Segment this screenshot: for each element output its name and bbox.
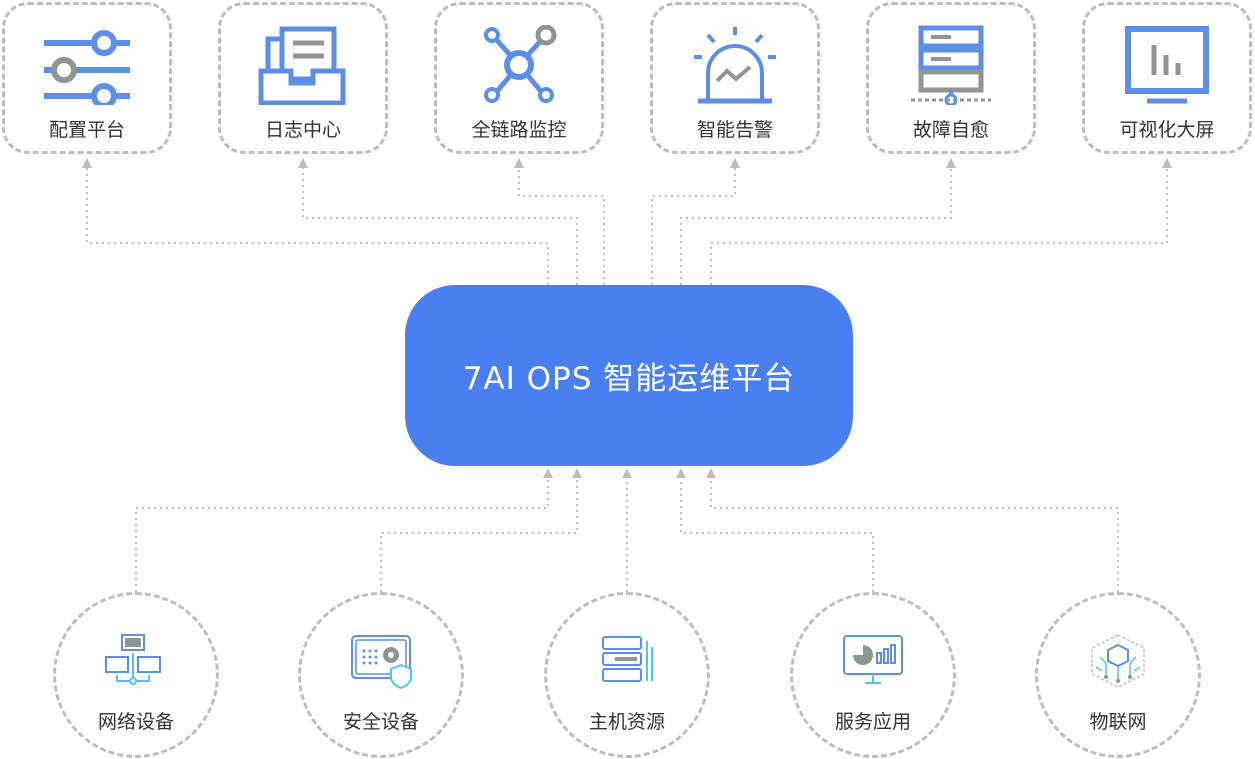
output-label: 智能告警 xyxy=(696,119,773,141)
output-label: 配置平台 xyxy=(48,119,125,141)
connector-trace xyxy=(518,166,605,285)
input-security-devices[interactable]: 安全设备 xyxy=(298,592,464,758)
arrowheads xyxy=(82,158,1172,478)
output-full-trace-monitor[interactable]: 全链路监控 xyxy=(434,2,604,154)
connector-service xyxy=(680,478,874,592)
input-label: 主机资源 xyxy=(588,711,665,733)
core-title: 7AI OPS 智能运维平台 xyxy=(462,361,796,397)
network-devices-icon xyxy=(105,634,161,685)
input-label: 物联网 xyxy=(1089,711,1147,733)
input-host-resources[interactable]: 主机资源 xyxy=(544,592,710,758)
connector-alert xyxy=(651,166,736,285)
connector-network xyxy=(135,478,549,592)
server-rack-icon xyxy=(911,25,991,105)
connector-security xyxy=(380,478,578,592)
input-label: 服务应用 xyxy=(834,711,911,733)
output-label: 可视化大屏 xyxy=(1119,119,1215,141)
connector-iot xyxy=(710,478,1119,592)
connector-log xyxy=(302,166,578,285)
output-label: 故障自愈 xyxy=(912,119,989,141)
connector-heal xyxy=(680,166,952,285)
input-label: 安全设备 xyxy=(342,711,419,733)
iot-cube-icon xyxy=(1091,634,1145,688)
core-platform: 7AI OPS 智能运维平台 xyxy=(405,285,853,466)
output-config-platform[interactable]: 配置平台 xyxy=(2,2,172,154)
input-network-devices[interactable]: 网络设备 xyxy=(53,592,219,758)
output-smart-alert[interactable]: 智能告警 xyxy=(650,2,820,154)
network-nodes-icon xyxy=(484,25,557,103)
output-label: 日志中心 xyxy=(264,119,341,141)
input-label: 网络设备 xyxy=(97,711,174,733)
dashboard-screen-icon xyxy=(843,635,903,684)
input-iot[interactable]: 物联网 xyxy=(1035,592,1201,758)
host-server-icon xyxy=(602,636,653,682)
input-service-apps[interactable]: 服务应用 xyxy=(790,592,956,758)
output-visual-screen[interactable]: 可视化大屏 xyxy=(1082,2,1252,154)
connector-screen xyxy=(710,166,1168,285)
output-label: 全链路监控 xyxy=(471,119,567,141)
log-inbox-icon xyxy=(258,26,346,105)
connector-config xyxy=(86,166,549,285)
monitor-chart-icon xyxy=(1125,26,1209,104)
output-log-center[interactable]: 日志中心 xyxy=(218,2,388,154)
output-self-healing[interactable]: 故障自愈 xyxy=(866,2,1036,154)
safe-lock-icon xyxy=(351,635,412,689)
alarm-light-icon xyxy=(694,27,776,104)
sliders-icon xyxy=(44,30,130,105)
